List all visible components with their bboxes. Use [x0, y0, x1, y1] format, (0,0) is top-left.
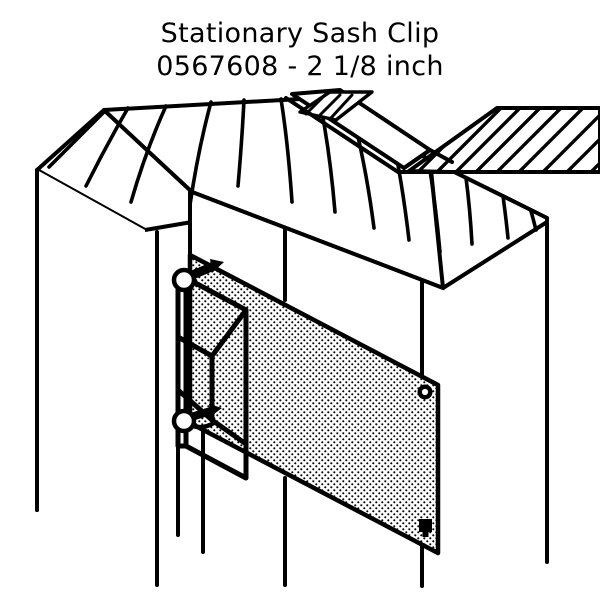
title-block: Stationary Sash Clip 0567608 - 2 1/8 inc…: [0, 18, 600, 84]
screw-lower-point: [209, 404, 222, 417]
corner-notch-stem: [422, 528, 429, 537]
sash-seat-edge: [284, 96, 446, 174]
jamb-left-front-face: [37, 170, 145, 540]
mounting-hole-bore: [421, 388, 429, 396]
screw-upper-head: [171, 267, 197, 293]
corner-notch-square: [419, 519, 432, 532]
sash-rail: [284, 88, 600, 174]
hatch-6: [464, 108, 571, 172]
figure-root: [35, 88, 600, 588]
sash-seat-inner-edge: [402, 148, 454, 170]
grain-line-3: [129, 104, 168, 204]
hatch-8: [510, 108, 600, 172]
hatch-5: [444, 108, 551, 172]
stub-hatch-2: [316, 93, 342, 119]
stub-hatch-3: [328, 93, 354, 121]
grain-line-4: [188, 100, 213, 207]
grain-line-5: [236, 98, 246, 188]
jamb-inner-top-edge: [190, 190, 445, 290]
sash-rail-right-arm: [407, 106, 600, 174]
screw-lower: [171, 404, 222, 434]
hatch-3: [410, 108, 514, 172]
hatch-7: [486, 108, 593, 172]
grain-line-1: [47, 110, 106, 169]
corner-notch: [419, 519, 432, 537]
part-number-line: 0567608 - 2 1/8 inch: [156, 50, 444, 82]
sash-stub-hatching: [304, 92, 354, 121]
hatch-4: [426, 108, 532, 172]
grain-line-13: [529, 209, 538, 232]
jamb-right-top-face: [428, 158, 549, 290]
sash-rail-stub: [298, 90, 374, 122]
screw-lower-head: [171, 408, 197, 434]
grain-line-6: [279, 97, 294, 204]
grain-line-11: [464, 176, 474, 246]
grain-line-12: [501, 194, 510, 240]
product-title: Stationary Sash Clip: [160, 18, 440, 49]
mounting-hole: [417, 384, 433, 400]
screw-upper: [171, 259, 224, 293]
clip-plate-outline: [187, 252, 441, 556]
clip-tab-bend-line-2: [175, 334, 215, 423]
wood-grain-lines: [47, 97, 538, 254]
clip-tab-face: [183, 275, 249, 481]
stub-hatch-1: [304, 92, 328, 116]
hatch-9: [534, 108, 600, 172]
clip-plate: [187, 252, 441, 556]
screw-upper-point: [210, 259, 224, 273]
clip-plate-body: [190, 255, 438, 553]
clip-tab-lower-return: [209, 417, 249, 447]
grain-line-2: [84, 106, 130, 188]
